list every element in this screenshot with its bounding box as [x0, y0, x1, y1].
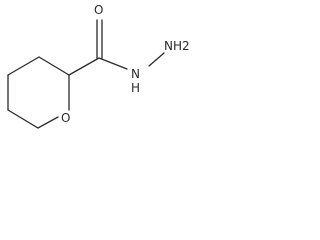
ring-bond-c5-c6 — [7, 109, 39, 129]
bond-carbonyl-carbon-nitrogen — [98, 57, 128, 70]
amide-hydrogen-label: H — [131, 81, 140, 95]
carboxamide-group — [68, 19, 165, 76]
ring-bond-c6-o — [37, 116, 59, 129]
bond-nitrogen-nitrogen — [148, 52, 165, 67]
ring-bond-c2-c3 — [38, 56, 70, 76]
tetrahydropyran-ring — [7, 56, 70, 129]
bond-c2-carbonyl-carbon — [68, 57, 100, 76]
molecule-structure-diagram: O N H NH2 O — [7, 3, 190, 129]
terminal-nh2-label: NH2 — [164, 39, 190, 53]
amide-nitrogen-label: N — [131, 67, 140, 81]
carbonyl-oxygen-label: O — [94, 3, 103, 17]
ring-bond-c3-c4 — [7, 56, 40, 76]
ring-oxygen-label: O — [61, 111, 70, 125]
